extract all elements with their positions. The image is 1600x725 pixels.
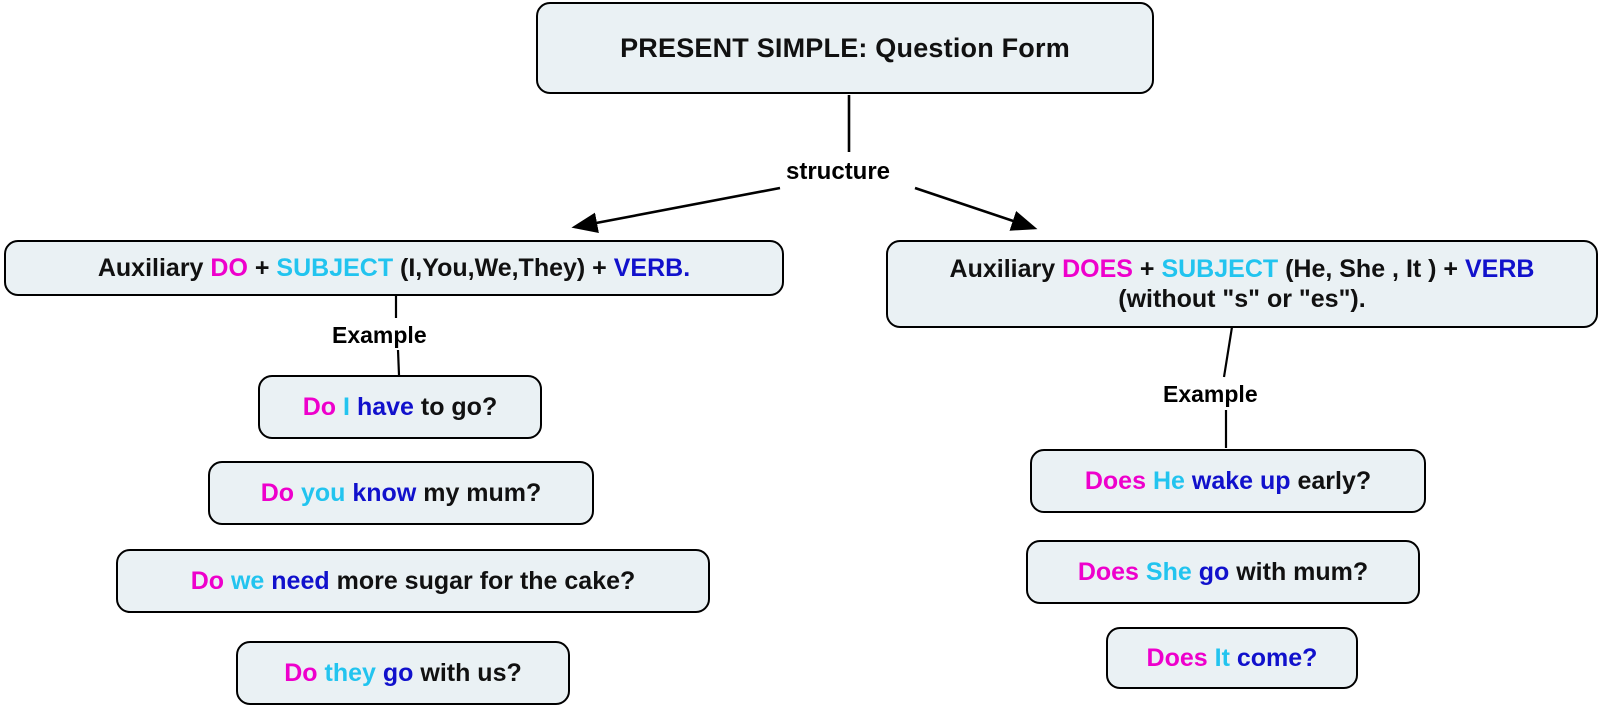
example-right-1-verb: wake up — [1191, 466, 1291, 495]
example-left-3-auxiliary: Do — [190, 566, 225, 595]
structure-do-auxiliary: DO — [210, 253, 248, 282]
node-example-left-3-text: Do we need more sugar for the cake? — [191, 566, 636, 597]
sp — [1185, 467, 1192, 495]
sp — [224, 567, 231, 595]
structure-does-subject: SUBJECT — [1161, 254, 1279, 283]
edge-label-structure: structure — [786, 158, 890, 186]
example-right-2-rest: with mum? — [1229, 557, 1369, 586]
example-right-3-verb: come? — [1236, 643, 1318, 672]
node-example-left-4[interactable]: Do they go with us? — [236, 641, 570, 705]
node-example-left-2-text: Do you know my mum? — [261, 478, 542, 509]
sp — [336, 393, 343, 421]
sp — [350, 393, 357, 421]
edge-structure-to-right — [914, 186, 1038, 231]
structure-do-prefix: Auxiliary — [97, 253, 211, 282]
node-example-right-3[interactable]: Does It come? — [1106, 627, 1358, 689]
sp — [1230, 644, 1237, 672]
node-example-left-2[interactable]: Do you know my mum? — [208, 461, 594, 525]
example-left-3-verb: need — [271, 566, 330, 595]
sp — [1208, 644, 1215, 672]
edge-label-example-right: Example — [1163, 381, 1258, 408]
sp — [1146, 467, 1153, 495]
structure-does-plus: + — [1132, 254, 1162, 283]
example-left-4-auxiliary: Do — [284, 658, 318, 687]
example-right-3-subject: It — [1214, 643, 1230, 672]
node-structure-do[interactable]: Auxiliary DO + SUBJECT (I,You,We,They) +… — [4, 240, 784, 296]
node-example-right-2-text: Does She go with mum? — [1078, 557, 1368, 588]
example-right-1-auxiliary: Does — [1084, 466, 1146, 495]
example-right-2-verb: go — [1198, 557, 1230, 586]
structure-do-pronouns: (I,You,We,They) + — [393, 253, 614, 282]
sp — [1139, 558, 1146, 586]
node-example-right-1[interactable]: Does He wake up early? — [1030, 449, 1426, 513]
example-left-1-verb: have — [356, 392, 414, 421]
example-left-2-rest: my mum? — [416, 478, 542, 507]
edge-right-structure-to-example — [1222, 326, 1234, 378]
example-left-2-verb: know — [352, 478, 417, 507]
example-left-3-subject: we — [230, 566, 265, 595]
sp — [318, 659, 325, 687]
sp — [1192, 558, 1199, 586]
node-example-left-3[interactable]: Do we need more sugar for the cake? — [116, 549, 710, 613]
example-left-4-subject: they — [324, 658, 376, 687]
edge-label-structure-text: structure — [786, 158, 891, 185]
structure-does-auxiliary: DOES — [1062, 254, 1133, 283]
example-right-1-rest: early? — [1290, 466, 1372, 495]
example-right-1-subject: He — [1152, 466, 1185, 495]
example-right-2-subject: She — [1145, 557, 1192, 586]
edge-label-example-right-text: Example — [1163, 381, 1258, 407]
node-example-left-1[interactable]: Do I have to go? — [258, 375, 542, 439]
sp — [294, 479, 301, 507]
example-left-4-verb: go — [382, 658, 414, 687]
example-left-1-subject: I — [343, 392, 350, 421]
structure-does-prefix: Auxiliary — [949, 254, 1063, 283]
example-right-2-auxiliary: Does — [1077, 557, 1139, 586]
edge-structure-to-left — [571, 186, 781, 234]
node-structure-does[interactable]: Auxiliary DOES + SUBJECT (He, She , It )… — [886, 240, 1598, 328]
structure-do-subject: SUBJECT — [276, 253, 394, 282]
sp — [376, 659, 383, 687]
example-left-1-rest: to go? — [413, 392, 498, 421]
node-title[interactable]: PRESENT SIMPLE: Question Form — [536, 2, 1154, 94]
example-left-3-rest: more sugar for the cake? — [329, 566, 636, 595]
edge-label-example-left-text: Example — [332, 322, 427, 348]
structure-do-verb: VERB. — [613, 253, 691, 282]
example-right-3-auxiliary: Does — [1146, 643, 1208, 672]
node-structure-do-text: Auxiliary DO + SUBJECT (I,You,We,They) +… — [98, 253, 690, 284]
example-left-1-auxiliary: Do — [302, 392, 337, 421]
structure-do-plus: + — [247, 253, 277, 282]
structure-does-verb: VERB — [1464, 254, 1535, 283]
edge-left-example-to-first — [396, 349, 401, 376]
structure-does-pronouns: (He, She , It ) + — [1278, 254, 1465, 283]
edge-label-example-left: Example — [332, 322, 427, 349]
node-example-left-4-text: Do they go with us? — [284, 658, 522, 689]
node-structure-does-text: Auxiliary DOES + SUBJECT (He, She , It )… — [902, 254, 1582, 315]
example-left-4-rest: with us? — [413, 658, 522, 687]
node-example-right-3-text: Does It come? — [1147, 643, 1318, 674]
example-left-2-auxiliary: Do — [260, 478, 295, 507]
node-example-right-1-text: Does He wake up early? — [1085, 466, 1371, 497]
structure-does-suffix: (without "s" or "es"). — [1118, 285, 1366, 313]
example-left-2-subject: you — [300, 478, 346, 507]
node-title-text: PRESENT SIMPLE: Question Form — [620, 32, 1070, 63]
node-example-right-2[interactable]: Does She go with mum? — [1026, 540, 1420, 604]
node-example-left-1-text: Do I have to go? — [303, 392, 497, 423]
